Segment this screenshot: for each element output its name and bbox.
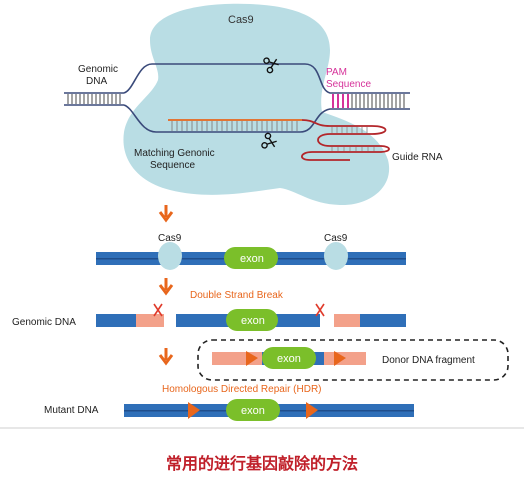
genomic-dna-label-line1: Genomic	[78, 64, 118, 75]
loxp-marker	[246, 351, 258, 366]
genomic-dna-label: Genomic DNA	[12, 317, 76, 328]
cas9-label-left: Cas9	[158, 233, 182, 244]
donor-dna-box	[197, 339, 509, 381]
guide-rna-rungs	[331, 127, 375, 151]
down-arrow-icon	[158, 278, 174, 296]
step-mutant-dna: Mutant DNA exon	[44, 399, 414, 421]
guide-rna-label: Guide RNA	[392, 152, 443, 163]
genomic-dna-label-line2: DNA	[86, 76, 107, 87]
exon-label: exon	[277, 353, 301, 365]
pam-label-line1: PAM	[326, 67, 347, 78]
matching-sequence-rungs	[171, 121, 298, 131]
exon-block	[226, 399, 280, 421]
scissors-icon	[315, 303, 325, 317]
loxp-marker	[188, 402, 200, 419]
down-arrow-icon	[158, 205, 174, 223]
loxp-marker	[306, 402, 318, 419]
cas9-marker-right	[324, 242, 348, 270]
exon-block	[224, 247, 278, 269]
matching-label-line2: Sequence	[150, 160, 195, 171]
donor-dna-label: Donor DNA fragment	[382, 355, 475, 366]
loxp-marker	[334, 351, 346, 366]
exon-label: exon	[240, 253, 264, 265]
hdr-title: Homologous Directed Repair (HDR)	[162, 384, 322, 395]
matching-label-line1: Matching Genonic	[134, 148, 215, 159]
double-strand-break-title: Double Strand Break	[190, 290, 284, 301]
dna-segment	[96, 314, 136, 327]
down-arrow-icon	[158, 348, 174, 366]
exon-block	[226, 309, 278, 331]
scissors-icon	[153, 303, 163, 317]
cas9-label-right: Cas9	[324, 233, 348, 244]
cas9-complex: Cas9	[64, 3, 443, 206]
guide-rna-strand	[301, 119, 390, 161]
exon-label: exon	[241, 315, 265, 327]
step-cas9-binding: exon Cas9 Cas9	[96, 233, 406, 270]
cas9-title: Cas9	[228, 14, 254, 26]
pam-sequence-marks	[332, 94, 349, 108]
step-double-strand-break: Double Strand Break Genomic DNA exon	[12, 290, 406, 331]
crispr-diagram: Cas9	[0, 3, 524, 429]
dna-homology-arm	[334, 314, 360, 327]
exon-block	[262, 347, 316, 369]
dna-homology-arm	[136, 314, 164, 327]
scissors-icon	[261, 132, 277, 149]
dna-bottom-strand	[123, 104, 410, 133]
figure-caption: 常用的进行基因敲除的方法	[165, 454, 358, 473]
scissors-icon	[263, 57, 279, 74]
cas9-protein-blob	[123, 3, 390, 206]
cas9-marker-left	[158, 242, 182, 270]
dna-top-strand	[123, 63, 410, 94]
pam-label-line2: Sequence	[326, 79, 371, 90]
genomic-dna-ladder-right	[351, 94, 405, 108]
mutant-dna-label: Mutant DNA	[44, 405, 99, 416]
genomic-dna-ladder-left	[67, 94, 121, 104]
dna-segment	[360, 314, 406, 327]
exon-label: exon	[241, 405, 265, 417]
step-donor-dna: exon Donor DNA fragment Homologous Direc…	[162, 339, 509, 395]
